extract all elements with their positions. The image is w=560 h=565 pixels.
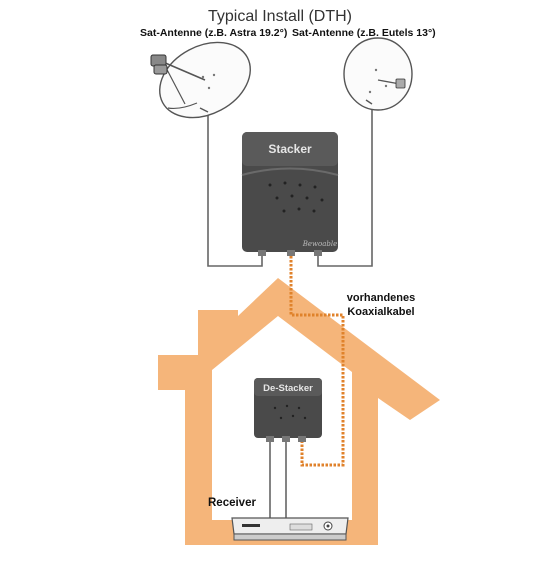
receiver-box-icon: [231, 517, 349, 541]
antenna-left-label: Sat-Antenne (z.B. Astra 19.2°): [140, 27, 288, 39]
satellite-dish-icon: [343, 37, 413, 111]
satellite-dish-icon: [150, 41, 251, 119]
stacker-label: Stacker: [268, 142, 312, 156]
cable-right-dish: [317, 98, 373, 267]
brand-mark: Bewoable: [302, 240, 338, 248]
coax-label-line1: vorhandenes: [346, 292, 416, 304]
stacker-device-icon: [241, 132, 339, 256]
destacker-device-icon: [254, 378, 322, 442]
coax-label-line2: Koaxialkabel: [347, 306, 415, 318]
cable-left-dish: [207, 108, 263, 267]
receiver-label: Receiver: [208, 497, 256, 509]
destacker-label: De-Stacker: [263, 383, 313, 394]
coax-cable: [289, 252, 345, 467]
page-title: Typical Install (DTH): [207, 8, 353, 25]
house-outline: [158, 278, 440, 545]
antenna-right-label: Sat-Antenne (z.B. Eutels 13°): [292, 27, 436, 39]
